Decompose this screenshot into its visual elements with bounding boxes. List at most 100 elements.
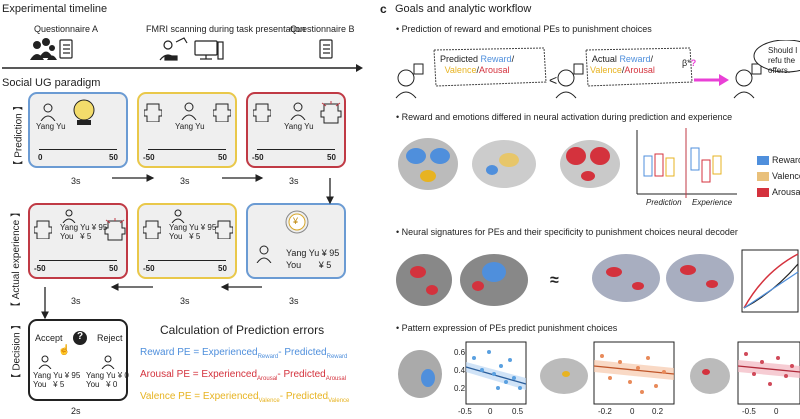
scale-min: -50 — [252, 153, 264, 162]
flow-arrows — [41, 174, 334, 320]
predicted-box-text: Predicted Reward/Valence/Arousal — [440, 54, 515, 75]
axis-experience-label: Experience — [692, 198, 733, 207]
goals-title: Goals and analytic workflow — [395, 3, 532, 15]
thinking-person-icon — [733, 63, 762, 99]
xtick: -0.5 — [458, 407, 472, 416]
rating-scale — [257, 149, 335, 150]
person-icon — [38, 355, 52, 369]
xtick: 0 — [488, 407, 493, 416]
coin-icon — [285, 210, 309, 234]
computer-icon — [194, 40, 224, 60]
prediction-panel-3: Yang Yu -50 50 — [246, 92, 346, 168]
person-icon — [290, 102, 306, 120]
reject-option[interactable]: Reject — [97, 333, 123, 343]
question-badge-text: ? — [77, 331, 84, 342]
valence-pe-formula: Valence PE = ExperiencedValence- Predict… — [140, 391, 350, 404]
bullet-4: • Pattern expression of PEs predict puni… — [396, 323, 618, 333]
rating-scale — [148, 149, 226, 150]
less-than-sign: < — [549, 72, 558, 88]
pattern-expression-scatter — [398, 341, 800, 405]
bullet-1: • Prediction of reward and emotional PEs… — [396, 24, 652, 34]
scale-min: -50 — [34, 264, 46, 273]
boxplot-chart — [636, 128, 737, 198]
paradigm-title: Social UG paradigm — [2, 77, 101, 89]
speech-bubble-text: Should I refu the offers. — [768, 46, 798, 75]
legend-reward-swatch — [757, 156, 769, 165]
rating-scale — [39, 149, 117, 150]
xtick: 0 — [774, 407, 779, 416]
approx-sign: ≈ — [550, 272, 559, 289]
axis-prediction-label: Prediction — [646, 198, 682, 207]
xtick: -0.2 — [598, 407, 612, 416]
arousal-pe-formula: Arousal PE = ExperiencedArousal- Predict… — [140, 369, 347, 382]
hand-cursor-icon: ☝ — [58, 345, 71, 356]
accept-option[interactable]: Accept — [35, 333, 63, 343]
legend-arousal-swatch — [757, 188, 769, 197]
fmri-label: FMRI scanning during task presentation — [146, 24, 306, 34]
duration-label: 3s — [71, 176, 81, 186]
crystal-ball-icon — [73, 99, 95, 125]
duration-label: 3s — [180, 176, 190, 186]
xtick: 0.2 — [652, 407, 664, 416]
beta-label: β*? — [682, 58, 697, 68]
legend-valence-swatch — [757, 172, 769, 181]
scale-max: 50 — [327, 153, 336, 162]
reward-pe-formula: Reward PE = ExperiencedReward- Predicted… — [140, 347, 348, 360]
scale-max: 50 — [109, 264, 118, 273]
scale-max: 50 — [218, 264, 227, 273]
self-figure-icon — [213, 103, 231, 122]
thinking-person-icon — [555, 63, 584, 99]
duration-label: 2s — [71, 406, 81, 416]
panel-c-letter: c — [380, 2, 387, 16]
person-icon — [256, 245, 272, 263]
proposer-name: Yang Yu — [284, 122, 314, 131]
legend-reward: Reward — [772, 155, 800, 165]
questionnaire-b-label: Questionnaire B — [290, 24, 355, 34]
prediction-panel-1: Yang Yu 0 50 — [28, 92, 128, 168]
scanner-person-icon — [159, 37, 188, 61]
scale-max: 50 — [218, 153, 227, 162]
actual-box-text: Actual Reward/Valence/Arousal — [590, 54, 655, 75]
xtick: -0.5 — [742, 407, 756, 416]
scale-max: 50 — [109, 153, 118, 162]
scale-min: 0 — [38, 153, 43, 162]
aroused-figure-icon — [320, 101, 342, 124]
self-figure-icon — [215, 220, 233, 239]
group-people-icon — [30, 38, 57, 60]
person-icon — [101, 355, 115, 369]
aroused-figure-icon — [104, 218, 126, 241]
xtick: 0.5 — [512, 407, 524, 416]
rating-scale — [39, 260, 117, 261]
scale-min: -50 — [143, 153, 155, 162]
duration-label: 3s — [180, 296, 190, 306]
proposer-name: Yang Yu — [175, 122, 205, 131]
timeline-icons — [2, 37, 363, 72]
prediction-row-icons — [395, 40, 800, 99]
proposer-name: Yang Yu — [36, 122, 66, 131]
questionnaire-a-label: Questionnaire A — [34, 24, 99, 34]
clipboard-icon-a — [59, 39, 73, 59]
timeline-arrowhead — [356, 64, 363, 72]
duration-label: 3s — [289, 176, 299, 186]
person-icon — [171, 209, 185, 223]
scale-min: -50 — [143, 264, 155, 273]
coin-symbol: ¥ — [293, 216, 299, 226]
bullet-2: • Reward and emotions differed in neural… — [396, 112, 733, 122]
clipboard-icon-b — [319, 39, 333, 59]
neural-signature-images — [396, 249, 799, 313]
ytick: 0.2 — [454, 384, 466, 393]
rating-scale — [148, 260, 226, 261]
bullet-3: • Neural signatures for PEs and their sp… — [396, 227, 738, 237]
ytick: 0.6 — [454, 348, 466, 357]
brain-activation-images — [398, 138, 620, 190]
thinking-person-icon — [395, 63, 424, 99]
person-icon — [40, 103, 56, 121]
xtick: 0 — [630, 407, 635, 416]
